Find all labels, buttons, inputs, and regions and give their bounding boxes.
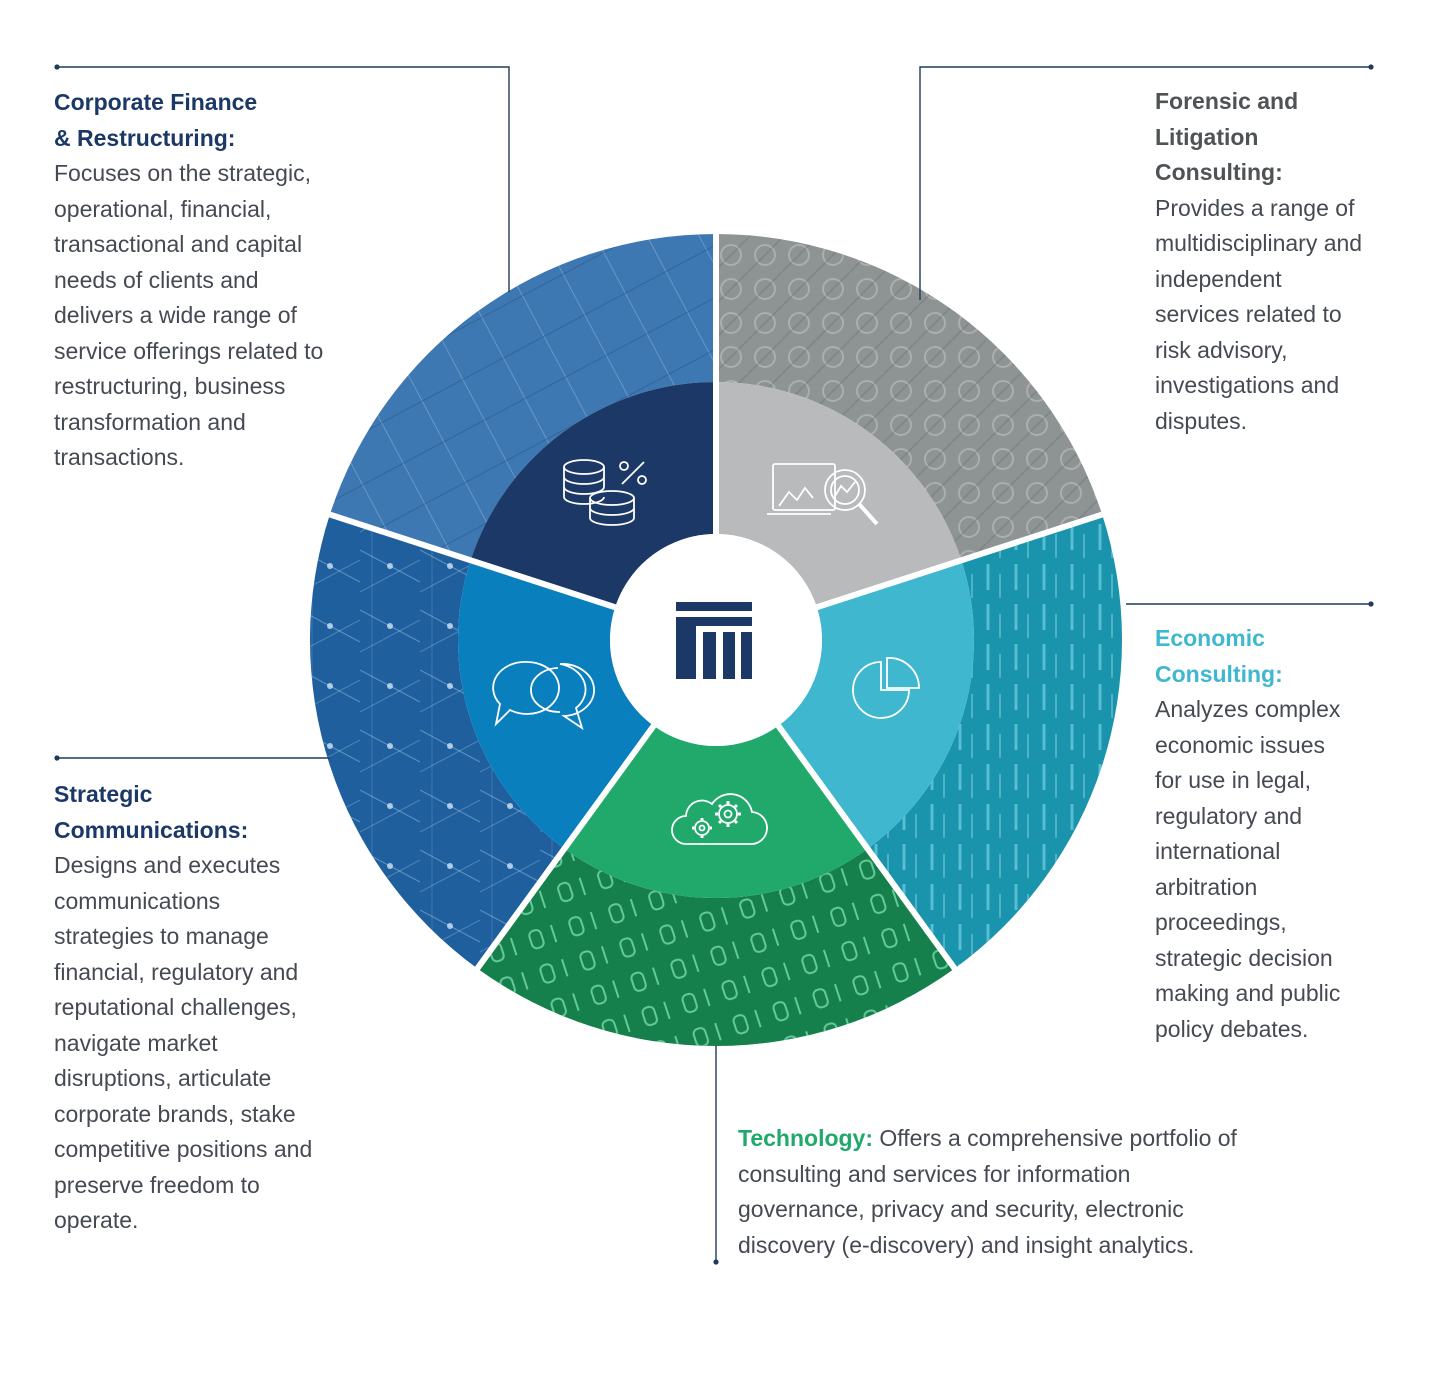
callout-description: Provides a range of multidisciplinary an… bbox=[1155, 194, 1363, 434]
callout-title: Forensic and Litigation Consulting: bbox=[1155, 88, 1299, 185]
leader-dot bbox=[54, 64, 60, 70]
segment-divider bbox=[815, 511, 1105, 611]
leader-line-forensic-litigation bbox=[919, 66, 1371, 300]
segment-economic-consulting-inner bbox=[778, 560, 974, 849]
callout-title: Corporate Finance & Restructuring: bbox=[54, 89, 258, 151]
callout-title: Technology: bbox=[738, 1125, 880, 1151]
leader-lines bbox=[54, 64, 1374, 1265]
callout-corporate-finance: Corporate Finance & Restructuring: Focus… bbox=[54, 85, 354, 476]
leader-dot bbox=[713, 1259, 719, 1265]
segment-corporate-finance-texture bbox=[329, 234, 716, 561]
callout-description: Designs and executes communications stra… bbox=[54, 852, 313, 1233]
segment-strategic-communications-inner bbox=[458, 560, 654, 849]
segment-technology-texture bbox=[477, 848, 955, 1046]
segment-forensic-litigation-texture bbox=[716, 234, 1103, 561]
leader-line-corporate-finance bbox=[57, 66, 510, 292]
callout-description: Analyzes complex economic issues for use… bbox=[1155, 696, 1341, 1042]
callout-technology: Technology: Offers a comprehensive portf… bbox=[738, 1121, 1258, 1263]
callout-economic-consulting: Economic Consulting: Analyzes complex ec… bbox=[1155, 621, 1425, 1047]
leader-dot bbox=[54, 755, 60, 761]
callout-forensic-litigation: Forensic and Litigation Consulting: Prov… bbox=[1155, 84, 1425, 439]
segment-economic-consulting-texture bbox=[867, 514, 1122, 969]
speech-bubbles-icon bbox=[492, 661, 595, 731]
segment-divider bbox=[327, 511, 617, 611]
segment-technology-inner bbox=[564, 725, 868, 899]
pie-chart-icon bbox=[852, 657, 920, 719]
segment-forensic-litigation-inner bbox=[716, 382, 962, 608]
chart-magnifier-icon bbox=[767, 463, 879, 526]
callout-description: Focuses on the strategic, operational, f… bbox=[54, 160, 324, 470]
callout-title: Strategic Communications: bbox=[54, 781, 249, 843]
leader-dot bbox=[1368, 601, 1374, 607]
company-logo-icon bbox=[676, 602, 752, 679]
segment-divider bbox=[473, 723, 657, 972]
leader-dot bbox=[1368, 64, 1374, 70]
callout-strategic-communications: Strategic Communications: Designs and ex… bbox=[54, 777, 354, 1239]
callout-title: Economic Consulting: bbox=[1155, 625, 1283, 687]
segment-divider bbox=[775, 723, 959, 972]
coins-percent-icon bbox=[563, 459, 647, 526]
segment-icons bbox=[492, 459, 920, 845]
callout-description: Offers a comprehensive portfolio of cons… bbox=[738, 1125, 1237, 1258]
wheel bbox=[310, 232, 1122, 1046]
cloud-gears-icon bbox=[671, 793, 768, 845]
segment-strategic-communications-texture bbox=[310, 514, 565, 969]
